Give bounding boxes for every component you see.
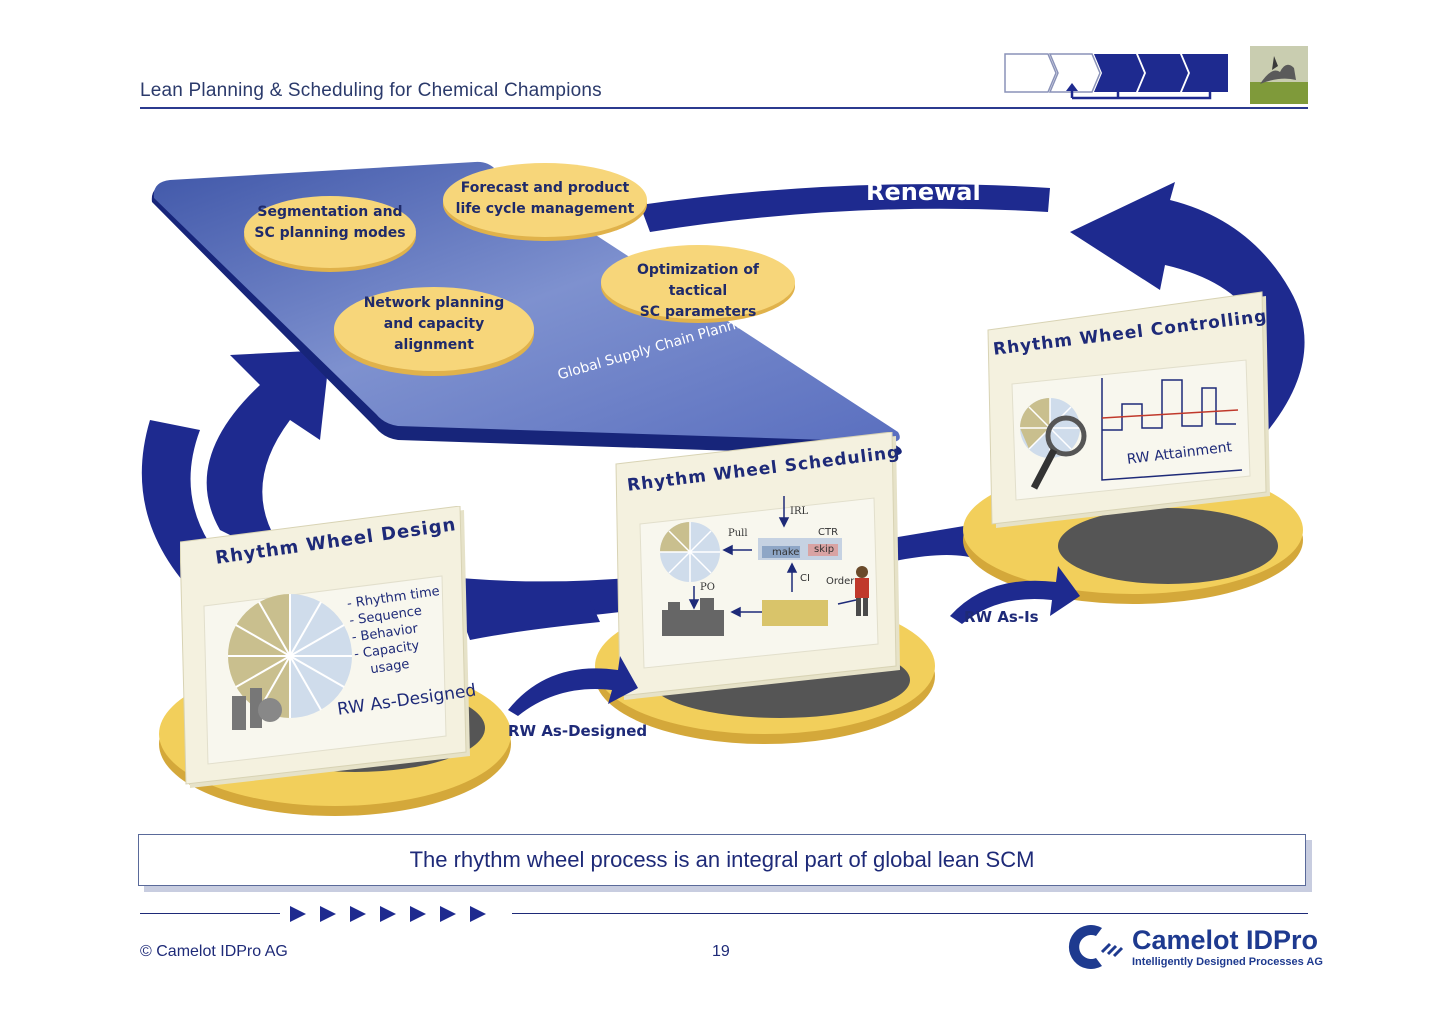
design-bullets: - Rhythm time - Sequence - Behavior - Ca… bbox=[346, 583, 450, 680]
page-number: 19 bbox=[712, 943, 730, 960]
pill-line: alignment bbox=[394, 337, 474, 353]
footer-copyright: © Camelot IDPro AG bbox=[140, 943, 288, 960]
pill-forecast bbox=[443, 163, 647, 241]
label-po: PO bbox=[700, 582, 715, 593]
footer-line-left bbox=[140, 913, 280, 914]
pill-optimization bbox=[601, 245, 795, 323]
footer-arrow-markers bbox=[290, 906, 486, 922]
pill-network bbox=[334, 287, 534, 376]
flow-label-as-is: RW As-Is bbox=[964, 608, 1039, 626]
logo-tagline: Intelligently Designed Processes AG bbox=[1132, 956, 1323, 968]
label-make: make bbox=[772, 547, 800, 558]
header-divider bbox=[140, 107, 1308, 109]
logo-name: Camelot IDPro bbox=[1132, 925, 1319, 955]
pill-line: Forecast and product bbox=[460, 180, 630, 196]
label-order: Order bbox=[826, 576, 855, 587]
chess-knight-image bbox=[1250, 46, 1308, 104]
key-message-box: The rhythm wheel process is an integral … bbox=[138, 834, 1306, 886]
pill-line: life cycle management bbox=[455, 201, 635, 217]
label-ctr: CTR bbox=[818, 527, 839, 538]
label-ci: CI bbox=[800, 573, 810, 584]
pill-line: SC parameters bbox=[639, 304, 757, 320]
design-card bbox=[180, 506, 470, 788]
pill-network-text: Network planning and capacity alignment bbox=[340, 293, 528, 356]
pill-line: Segmentation and bbox=[257, 204, 403, 220]
flow-label-as-designed: RW As-Designed bbox=[508, 722, 648, 740]
pill-line: SC planning modes bbox=[254, 225, 406, 241]
pill-segmentation-text: Segmentation and SC planning modes bbox=[246, 202, 414, 244]
controlling-card bbox=[987, 291, 1270, 528]
camelot-logo-icon bbox=[1068, 925, 1124, 969]
label-irl: IRL bbox=[790, 506, 809, 517]
label-pull: Pull bbox=[728, 528, 748, 539]
pill-line: and capacity bbox=[383, 316, 485, 332]
pill-segmentation bbox=[244, 196, 416, 272]
pill-line: Optimization of tactical bbox=[636, 262, 760, 299]
flow-arrows bbox=[508, 566, 1080, 716]
scheduling-card bbox=[615, 432, 900, 700]
page-header-title: Lean Planning & Scheduling for Chemical … bbox=[140, 80, 602, 101]
label-skip: skip bbox=[814, 544, 835, 555]
renewal-label: Renewal bbox=[866, 178, 981, 206]
pill-forecast-text: Forecast and product life cycle manageme… bbox=[450, 178, 640, 220]
pill-line: Network planning bbox=[363, 295, 505, 311]
pill-optimization-text: Optimization of tactical SC parameters bbox=[606, 260, 790, 323]
process-step-indicator bbox=[1004, 53, 1228, 100]
key-message: The rhythm wheel process is an integral … bbox=[409, 847, 1035, 872]
footer-line-right bbox=[512, 913, 1308, 914]
